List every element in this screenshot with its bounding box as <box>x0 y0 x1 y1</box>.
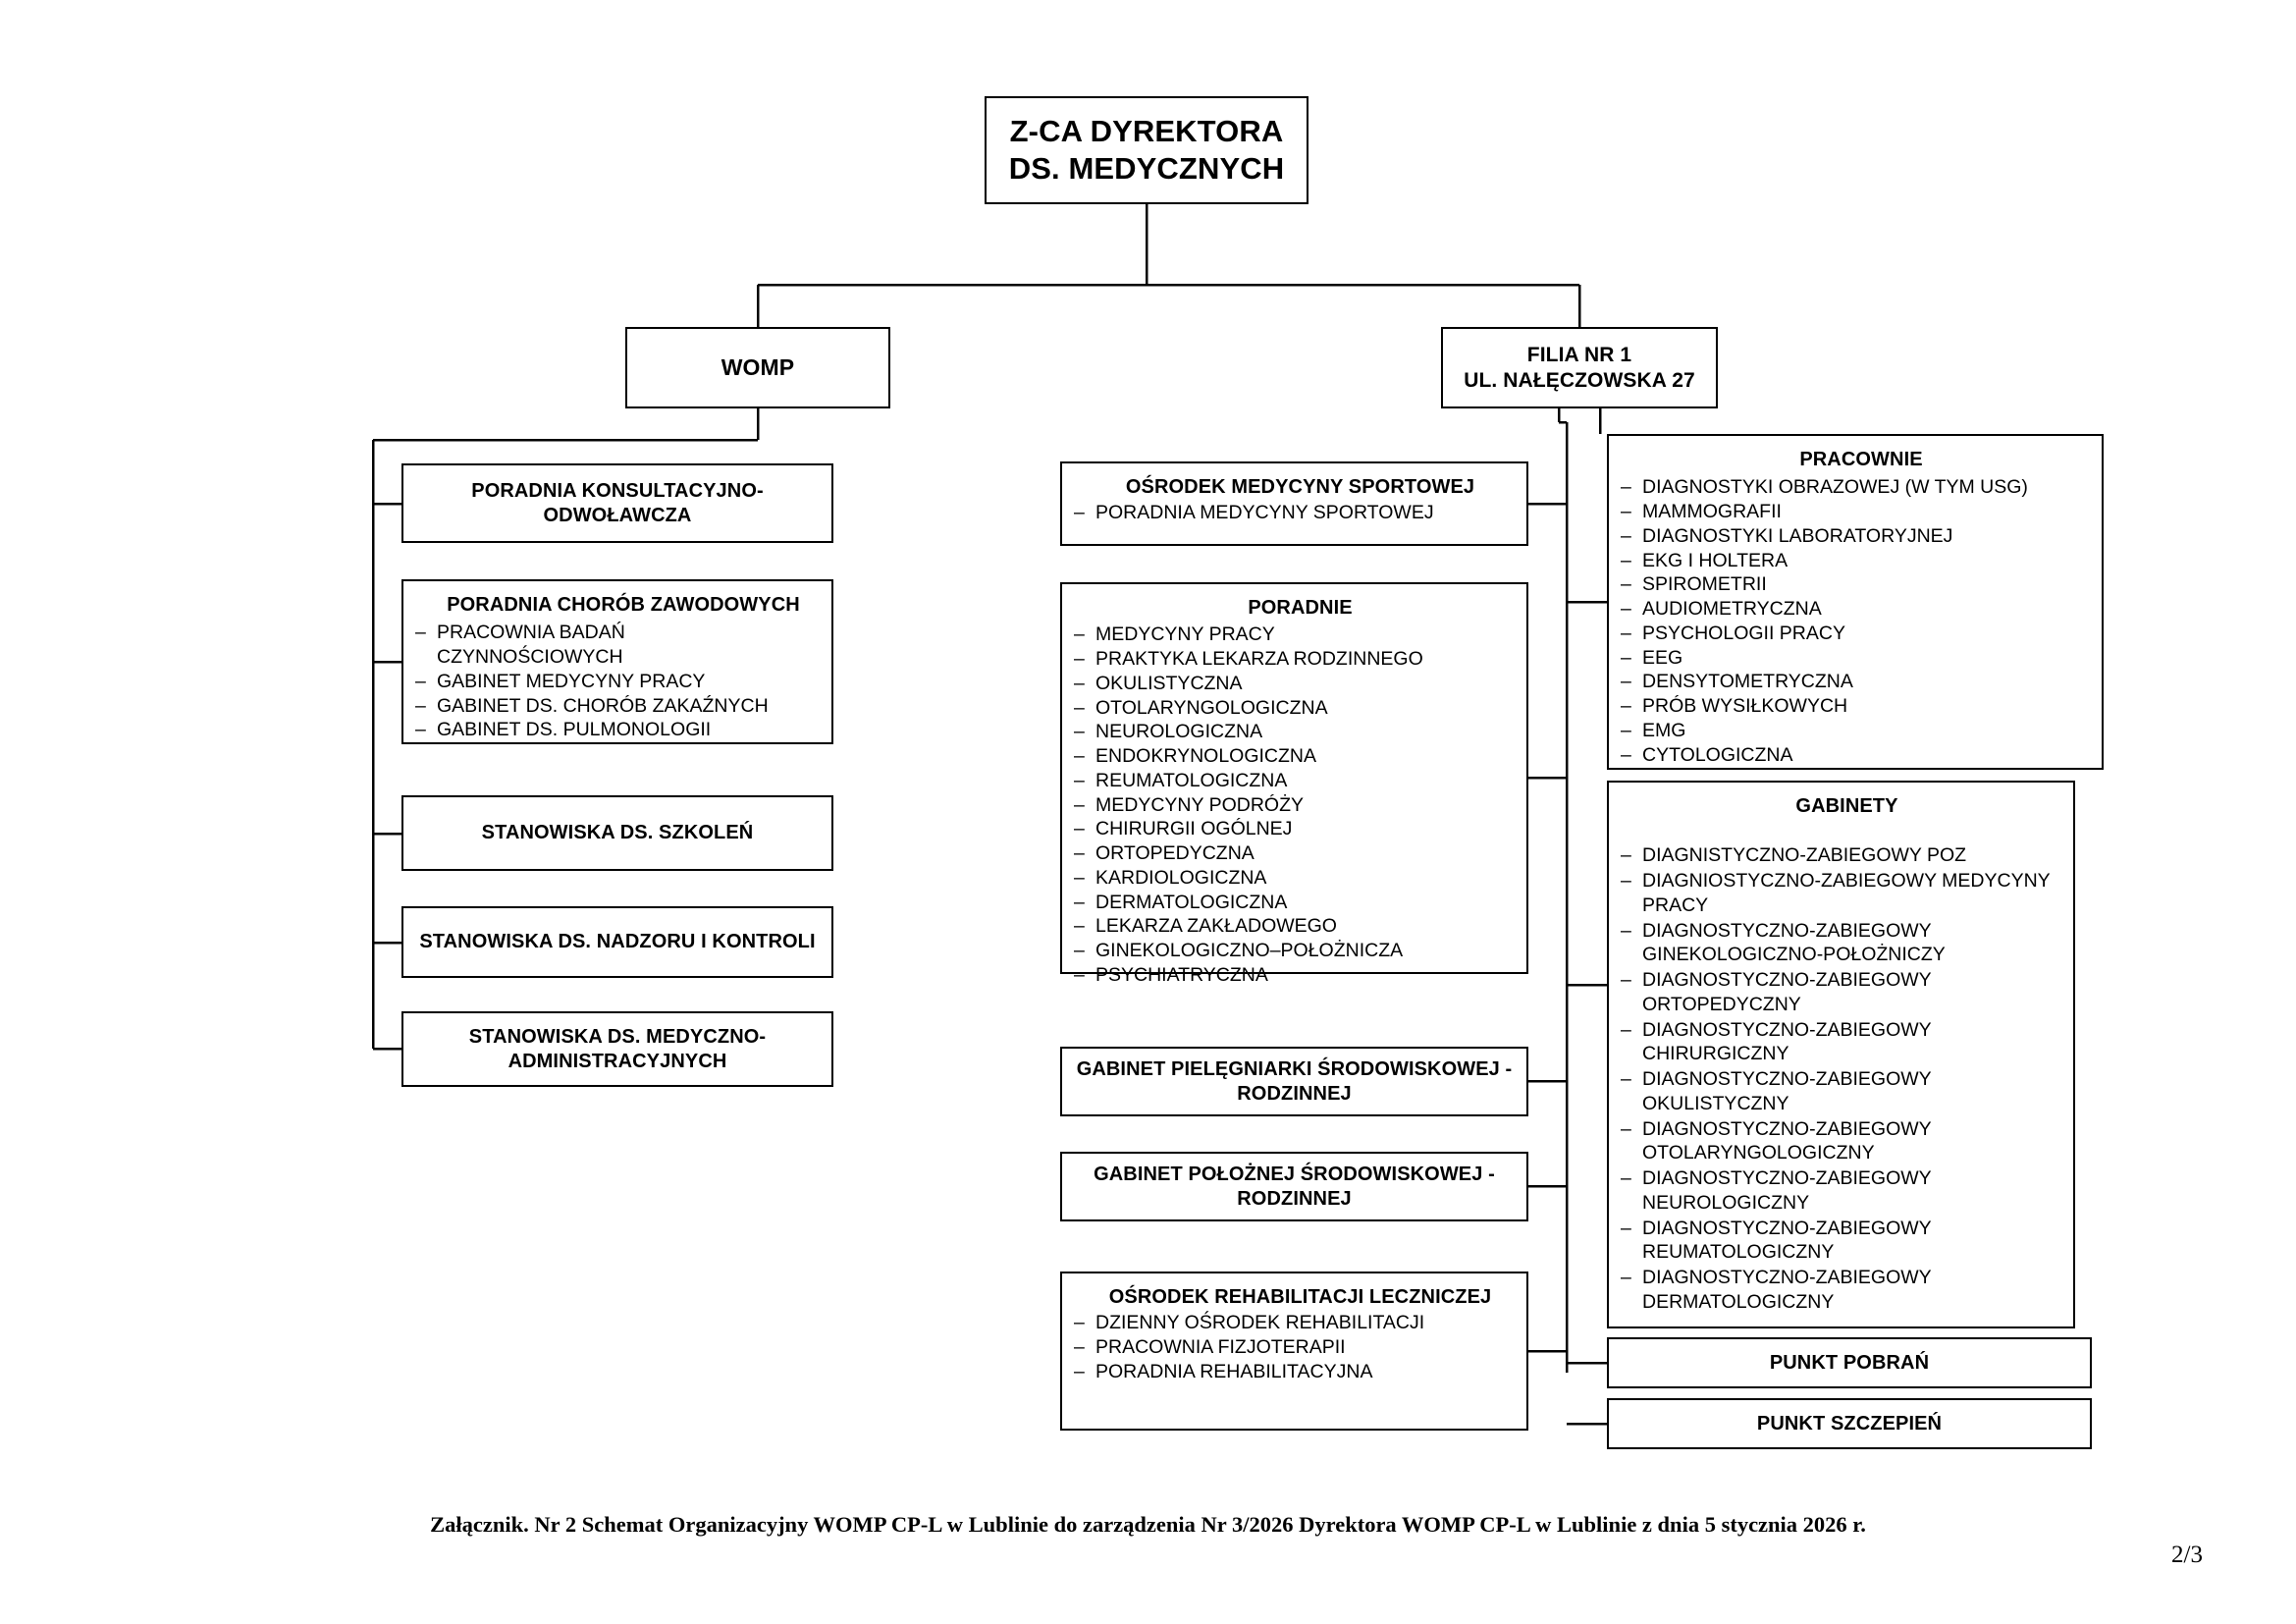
box-gabinet-pielegniarki-srodowiskowej[interactable]: GABINET PIELĘGNIARKI ŚRODOWISKOWEJ - ROD… <box>1060 1047 1528 1116</box>
box-title: PORADNIE <box>1248 597 1353 619</box>
list-item: MEDYCYNY PRACY <box>1062 623 1526 647</box>
box-osrodek-medycyny-sportowej[interactable]: OŚRODEK MEDYCYNY SPORTOWEJ PORADNIA MEDY… <box>1060 461 1528 546</box>
box-gabinet-poloznej-srodowiskowej[interactable]: GABINET POŁOŻNEJ ŚRODOWISKOWEJ - RODZINN… <box>1060 1152 1528 1221</box>
list-item: PRACOWNIA FIZJOTERAPII <box>1062 1335 1526 1360</box>
list-item: GABINET MEDYCYNY PRACY <box>403 670 831 694</box>
list-item: AUDIOMETRYCZNA <box>1609 597 2102 622</box>
box-pracownie[interactable]: PRACOWNIE DIAGNOSTYKI OBRAZOWEJ (W TYM U… <box>1607 434 2104 770</box>
list-item: ORTOPEDYCZNA <box>1062 841 1526 866</box>
item-list: DZIENNY OŚRODEK REHABILITACJIPRACOWNIA F… <box>1062 1311 1526 1383</box>
box-punkt-pobran[interactable]: PUNKT POBRAŃ <box>1607 1337 2092 1388</box>
list-item: REUMATOLOGICZNA <box>1062 769 1526 793</box>
item-list: DIAGNOSTYKI OBRAZOWEJ (W TYM USG)MAMMOGR… <box>1609 475 2102 767</box>
box-title: FILIA NR 1 UL. NAŁĘCZOWSKA 27 <box>1464 343 1695 392</box>
list-item: PRACOWNIA BADAŃ CZYNNOŚCIOWYCH <box>403 621 831 670</box>
list-item: DIAGNOSTYCZNO-ZABIEGOWY OTOLARYNGOLOGICZ… <box>1609 1117 2073 1166</box>
box-punkt-szczepien[interactable]: PUNKT SZCZEPIEŃ <box>1607 1398 2092 1449</box>
item-list: DIAGNISTYCZNO-ZABIEGOWY POZDIAGNIOSTYCZN… <box>1609 843 2073 1315</box>
list-item: EKG I HOLTERA <box>1609 549 2102 573</box>
list-item: DIAGNOSTYCZNO-ZABIEGOWY DERMATOLOGICZNY <box>1609 1266 2073 1315</box>
list-item: KARDIOLOGICZNA <box>1062 866 1526 891</box>
box-poradnia-konsultacyjno-odwolawcza[interactable]: PORADNIA KONSULTACYJNO- ODWOŁAWCZA <box>401 463 833 543</box>
list-item: EMG <box>1609 719 2102 743</box>
box-title: PRACOWNIE <box>1799 449 1923 470</box>
list-item: GINEKOLOGICZNO–POŁOŻNICZA <box>1062 939 1526 963</box>
box-title: STANOWISKA DS. SZKOLEŃ <box>481 822 754 844</box>
list-item: LEKARZA ZAKŁADOWEGO <box>1062 914 1526 939</box>
box-title: STANOWISKA DS. NADZORU I KONTROLI <box>419 931 816 953</box>
box-title: PORADNIA CHORÓB ZAWODOWYCH <box>447 594 800 616</box>
box-title: PUNKT POBRAŃ <box>1769 1351 1930 1374</box>
list-item: GABINET DS. CHORÓB ZAKAŹNYCH <box>403 694 831 719</box>
list-item: PORADNIA MEDYCYNY SPORTOWEJ <box>1062 501 1526 525</box>
box-womp[interactable]: WOMP <box>625 327 890 408</box>
list-item: DENSYTOMETRYCZNA <box>1609 670 2102 694</box>
list-item: DIAGNISTYCZNO-ZABIEGOWY POZ <box>1609 843 2073 868</box>
item-list: PRACOWNIA BADAŃ CZYNNOŚCIOWYCHGABINET ME… <box>403 621 831 742</box>
box-filia-nr-1[interactable]: FILIA NR 1 UL. NAŁĘCZOWSKA 27 <box>1441 327 1718 408</box>
list-item: EEG <box>1609 646 2102 671</box>
box-title: WOMP <box>721 354 795 381</box>
item-list: MEDYCYNY PRACYPRAKTYKA LEKARZA RODZINNEG… <box>1062 623 1526 987</box>
box-poradnia-chorob-zawodowych[interactable]: PORADNIA CHORÓB ZAWODOWYCH PRACOWNIA BAD… <box>401 579 833 744</box>
list-item: PSYCHOLOGII PRACY <box>1609 622 2102 646</box>
list-item: DIAGNOSTYKI OBRAZOWEJ (W TYM USG) <box>1609 475 2102 500</box>
list-item: PORADNIA REHABILITACYJNA <box>1062 1360 1526 1384</box>
list-item: MAMMOGRAFII <box>1609 500 2102 524</box>
list-item: DERMATOLOGICZNA <box>1062 891 1526 915</box>
box-gabinety[interactable]: GABINETY DIAGNISTYCZNO-ZABIEGOWY POZDIAG… <box>1607 781 2075 1328</box>
list-item: CYTOLOGICZNA <box>1609 743 2102 768</box>
box-stanowiska-ds-medyczno-administracyjnych[interactable]: STANOWISKA DS. MEDYCZNO- ADMINISTRACYJNY… <box>401 1011 833 1087</box>
box-title: PUNKT SZCZEPIEŃ <box>1756 1412 1943 1435</box>
list-item: DIAGNOSTYCZNO-ZABIEGOWY OKULISTYCZNY <box>1609 1067 2073 1116</box>
list-item: SPIROMETRII <box>1609 572 2102 597</box>
box-title: OŚRODEK MEDYCYNY SPORTOWEJ <box>1125 476 1475 498</box>
item-list: PORADNIA MEDYCYNY SPORTOWEJ <box>1062 501 1526 525</box>
list-item: OKULISTYCZNA <box>1062 672 1526 696</box>
list-item: PRAKTYKA LEKARZA RODZINNEGO <box>1062 647 1526 672</box>
box-title: GABINET POŁOŻNEJ ŚRODOWISKOWEJ - RODZINN… <box>1094 1164 1495 1210</box>
list-item: DIAGNOSTYCZNO-ZABIEGOWY GINEKOLOGICZNO-P… <box>1609 919 2073 968</box>
list-item: DIAGNOSTYCZNO-ZABIEGOWY ORTOPEDYCZNY <box>1609 968 2073 1017</box>
box-title: GABINET PIELĘGNIARKI ŚRODOWISKOWEJ - ROD… <box>1076 1058 1513 1105</box>
footer-note: Załącznik. Nr 2 Schemat Organizacyjny WO… <box>430 1512 1866 1537</box>
list-item: MEDYCYNY PODRÓŻY <box>1062 793 1526 818</box>
box-title: GABINETY <box>1795 795 1898 817</box>
list-item: OTOLARYNGOLOGICZNA <box>1062 696 1526 721</box>
list-item: DZIENNY OŚRODEK REHABILITACJI <box>1062 1311 1526 1335</box>
box-title: STANOWISKA DS. MEDYCZNO- ADMINISTRACYJNY… <box>468 1026 767 1072</box>
box-stanowiska-ds-nadzoru-i-kontroli[interactable]: STANOWISKA DS. NADZORU I KONTROLI <box>401 906 833 978</box>
list-item: NEUROLOGICZNA <box>1062 720 1526 744</box>
list-item: DIAGNIOSTYCZNO-ZABIEGOWY MEDYCYNY PRACY <box>1609 869 2073 918</box>
list-item: PSYCHIATRYCZNA <box>1062 963 1526 988</box>
list-item: PRÓB WYSIŁKOWYCH <box>1609 694 2102 719</box>
box-poradnie[interactable]: PORADNIE MEDYCYNY PRACYPRAKTYKA LEKARZA … <box>1060 582 1528 987</box>
list-item: ENDOKRYNOLOGICZNA <box>1062 744 1526 769</box>
list-item: DIAGNOSTYCZNO-ZABIEGOWY NEUROLOGICZNY <box>1609 1166 2073 1216</box>
box-title: PORADNIA KONSULTACYJNO- ODWOŁAWCZA <box>471 480 764 526</box>
list-item: DIAGNOSTYKI LABORATORYJNEJ <box>1609 524 2102 549</box>
list-item: DIAGNOSTYCZNO-ZABIEGOWY REUMATOLOGICZNY <box>1609 1217 2073 1266</box>
list-item: CHIRURGII OGÓLNEJ <box>1062 817 1526 841</box>
box-osrodek-rehabilitacji-leczniczej[interactable]: OŚRODEK REHABILITACJI LECZNICZEJ DZIENNY… <box>1060 1272 1528 1431</box>
list-item: GABINET DS. PULMONOLOGII <box>403 718 831 742</box>
list-item: DIAGNOSTYCZNO-ZABIEGOWY CHIRURGICZNY <box>1609 1018 2073 1067</box>
box-title: Z-CA DYREKTORA DS. MEDYCZNYCH <box>1008 114 1285 186</box>
box-stanowiska-ds-szkolen[interactable]: STANOWISKA DS. SZKOLEŃ <box>401 795 833 871</box>
box-zca-dyrektora[interactable]: Z-CA DYREKTORA DS. MEDYCZNYCH <box>985 96 1308 204</box>
page-number: 2/3 <box>2171 1542 2203 1568</box>
box-title: OŚRODEK REHABILITACJI LECZNICZEJ <box>1108 1286 1492 1308</box>
